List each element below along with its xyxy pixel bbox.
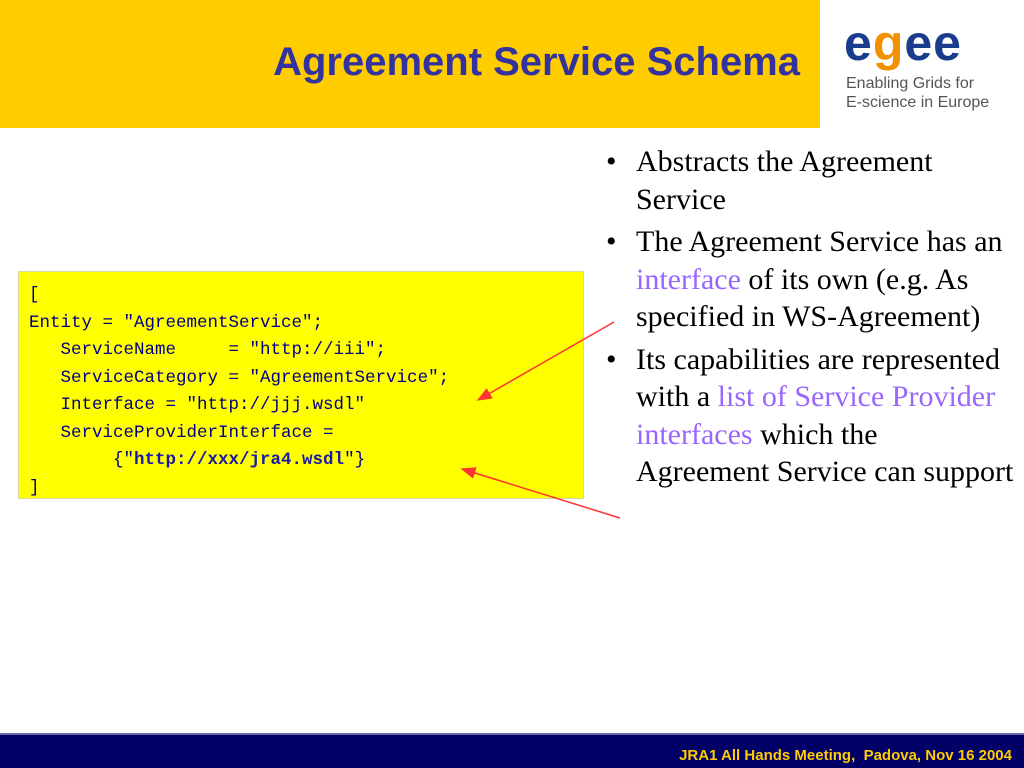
- title-bar: Agreement Service Schema: [0, 0, 820, 128]
- code-brace-close: "}: [344, 450, 366, 470]
- bullet-text: Abstracts the Agreement Service: [636, 145, 933, 216]
- code-brace-open: {": [29, 450, 135, 470]
- interface-highlight: interface: [636, 262, 741, 296]
- logo-tagline: Enabling Grids for E-science in Europe: [846, 74, 1022, 112]
- logo-letter-g: g: [872, 15, 905, 71]
- bullet-list: Abstracts the Agreement Service The Agre…: [594, 143, 1014, 496]
- code-line: ServiceName = "http://iii";: [29, 340, 387, 360]
- code-line: Entity = "AgreementService";: [29, 312, 324, 333]
- code-line: [: [29, 285, 40, 305]
- logo-letter-e2: e: [904, 15, 934, 71]
- bullet-text: of its own (e.g. As specified in WS-Agre…: [636, 262, 981, 334]
- code-line: {"http://xxx/jra4.wsdl"}: [29, 447, 583, 475]
- egee-logo: egee Enabling Grids for E-science in Eur…: [820, 0, 1024, 128]
- logo-wordmark: egee: [844, 18, 962, 68]
- bullet-text: Its capabilities are represented with a: [636, 342, 1000, 414]
- code-line: ]: [29, 477, 40, 498]
- logo-tagline-line1: Enabling Grids for: [846, 75, 975, 92]
- code-line: ServiceProviderInterface =: [29, 422, 334, 443]
- code-line: Interface = "http://jjj.wsdl": [29, 395, 366, 415]
- bullet-item: The Agreement Service has an interface o…: [594, 223, 1014, 336]
- logo-letter-e1: e: [844, 15, 873, 71]
- bullet-item: Abstracts the Agreement Service: [594, 143, 1014, 218]
- bullet-item: Its capabilities are represented with a …: [594, 341, 1014, 491]
- slide-title: Agreement Service Schema: [273, 40, 800, 84]
- footer-bar: JRA1 All Hands Meeting, Padova, Nov 16 2…: [0, 733, 1024, 768]
- schema-code-block: [ Entity = "AgreementService"; ServiceNam…: [18, 271, 584, 499]
- service-provider-interfaces-highlight: list of Service Provider interfaces: [636, 380, 996, 451]
- code-url: http://xxx/jra4.wsdl: [134, 450, 345, 470]
- footer-text: JRA1 All Hands Meeting, Padova, Nov 16 2…: [679, 747, 1012, 764]
- bullet-text: The Agreement Service has an: [636, 225, 1003, 258]
- bullet-text: which the Agreement Service can support: [636, 417, 1014, 489]
- logo-tagline-line2: E-science in Europe: [846, 94, 990, 111]
- code-line: ServiceCategory = "AgreementService";: [29, 367, 450, 388]
- logo-letter-e3: e: [933, 15, 962, 71]
